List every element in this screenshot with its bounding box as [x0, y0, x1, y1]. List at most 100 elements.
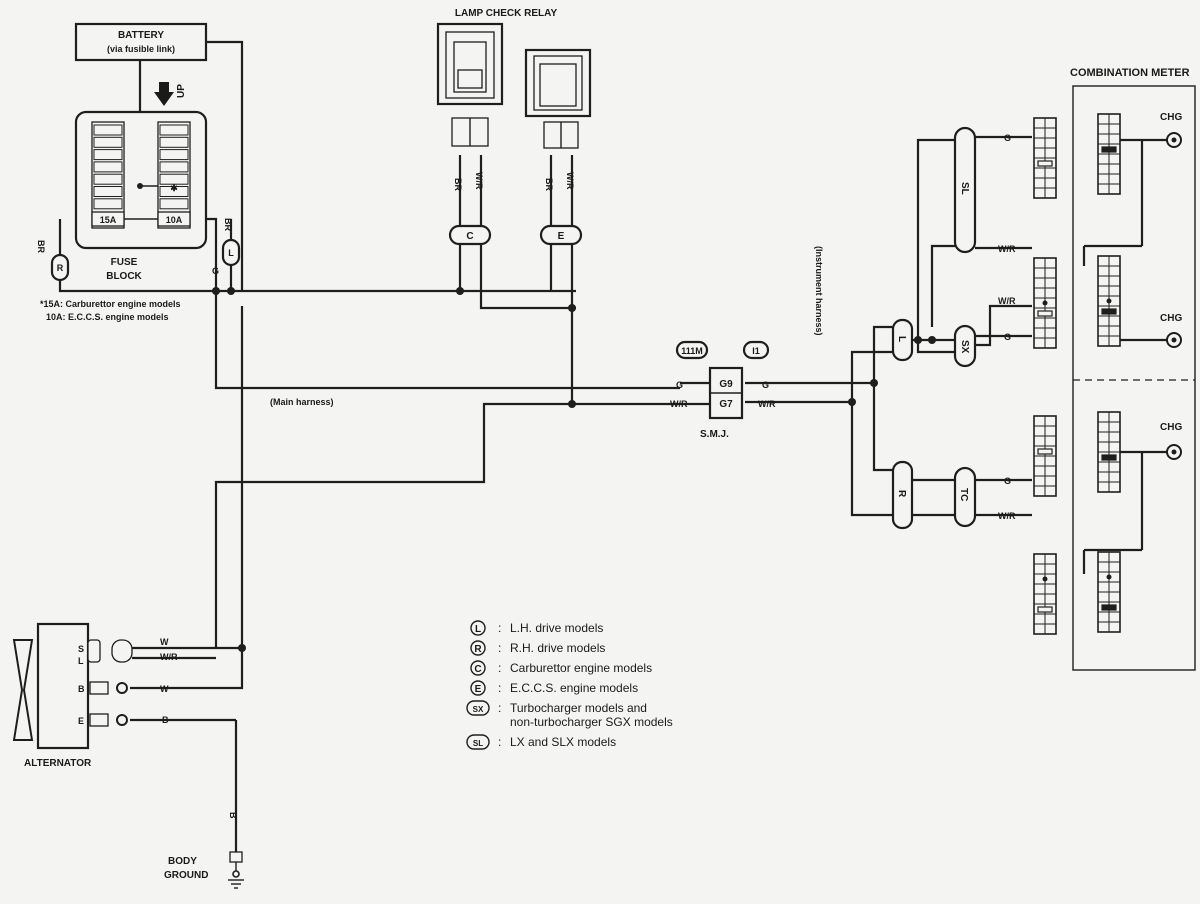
svg-text:G7: G7: [719, 399, 733, 410]
wire-br-c: BR: [453, 178, 463, 191]
fuse-15a-label: 15A: [100, 215, 117, 225]
chg-label-2: CHG: [1160, 313, 1182, 324]
meter-connector-block: [1033, 553, 1057, 635]
fuse-star: ✱: [170, 183, 178, 193]
legend-symbol-icon: [466, 734, 490, 750]
combination-meter: [1072, 85, 1196, 671]
fuse-slot: [93, 161, 123, 173]
meter-connector-block: [1097, 411, 1121, 493]
charge-lamp-icon: [1166, 444, 1182, 460]
wire-w-s: W: [160, 637, 169, 647]
meter-connector-block: [1097, 113, 1121, 195]
fuse-block-label-2: BLOCK: [106, 271, 142, 282]
legend-symbol-text: SX: [473, 705, 484, 714]
meter-connector-block: [1097, 551, 1121, 633]
smj-label: S.M.J.: [700, 429, 729, 440]
circle-r-marker: R: [50, 253, 70, 282]
wire-br-left: BR: [36, 240, 46, 253]
svg-text:L: L: [78, 656, 84, 666]
legend-separator: :: [498, 641, 501, 655]
legend-item: R: R.H. drive models: [470, 640, 605, 656]
legend-text-line2: non-turbocharger SGX models: [510, 715, 673, 729]
svg-text:SX: SX: [959, 340, 970, 354]
capsule-e: E: [539, 224, 583, 246]
svg-text:SL: SL: [959, 182, 970, 195]
ground-symbol-icon: [228, 851, 244, 889]
legend-symbol-text: SL: [473, 739, 483, 748]
fuse-slot: [159, 136, 189, 148]
alternator: S L B E: [12, 622, 133, 750]
wire-wr-meter-1: W/R: [998, 244, 1016, 254]
svg-text:I1: I1: [752, 346, 760, 356]
wire-br-e: BR: [544, 178, 554, 191]
legend-text: R.H. drive models: [510, 641, 605, 655]
fuse-note-10a: 10A: E.C.C.S. engine models: [46, 312, 169, 322]
capsule-sx: SX: [953, 324, 977, 368]
legend-item: E:E.C.C.S. engine models: [470, 680, 638, 696]
meter-connector-block: [1097, 255, 1121, 347]
fuse-slot: [159, 186, 189, 197]
capsule-c: C: [448, 224, 492, 246]
legend-text: Turbocharger models and: [510, 701, 647, 715]
svg-text:E: E: [78, 716, 84, 726]
wire-g-fuse: G: [212, 266, 219, 276]
circle-l-marker: L: [221, 238, 241, 267]
junction-dots: [136, 214, 936, 652]
legend-text: LX and SLX models: [510, 735, 616, 749]
legend-symbol-icon: [470, 680, 486, 696]
wire-g-meter-1: G: [1004, 133, 1011, 143]
chg-label-1: CHG: [1160, 112, 1182, 123]
svg-text:UP: UP: [176, 84, 187, 98]
body-ground-label-2: GROUND: [164, 870, 208, 881]
legend-separator: :: [498, 681, 501, 695]
wire-g-meter-3: G: [1004, 476, 1011, 486]
wire-wr-meter-2: W/R: [998, 296, 1016, 306]
svg-text:E: E: [558, 231, 565, 242]
fuse-slot: [93, 173, 123, 185]
wire-b-ground: B: [228, 812, 238, 819]
connector-111m: 111M: [675, 340, 709, 360]
fuse-slot: [159, 124, 189, 136]
legend-item: SX:Turbocharger models andnon-turbocharg…: [466, 700, 673, 729]
capsule-r: R: [891, 460, 914, 530]
relay-e: [524, 48, 592, 149]
svg-text:C: C: [466, 231, 473, 242]
relay-c: [436, 22, 504, 147]
fuse-note-15a: *15A: Carburettor engine models: [40, 299, 181, 309]
legend-symbol-icon: [466, 700, 490, 716]
battery-title: BATTERY: [118, 30, 164, 41]
svg-text:R: R: [896, 490, 907, 498]
legend-item: C:Carburettor engine models: [470, 660, 652, 676]
connector-i1: I1: [742, 340, 770, 360]
svg-text:TC: TC: [958, 488, 969, 501]
capsule-sl: SL: [953, 126, 977, 254]
fuse-slot: [159, 149, 189, 161]
alternator-label: ALTERNATOR: [24, 758, 92, 769]
lamp-check-relay-title: LAMP CHECK RELAY: [455, 8, 558, 19]
charge-lamp-icon: [1166, 132, 1182, 148]
fuse-slot: [159, 161, 189, 173]
svg-text:S: S: [78, 644, 84, 654]
fuse-slot: [159, 173, 189, 185]
legend-item: SL: LX and SLX models: [466, 734, 616, 750]
charge-lamp-icon: [1166, 332, 1182, 348]
wire-wr-e: W/R: [565, 172, 575, 190]
battery-box: BATTERY (via fusible link): [74, 22, 208, 62]
wire-g-meter-2: G: [1004, 332, 1011, 342]
legend-separator: :: [498, 735, 501, 749]
legend-symbol-icon: [470, 660, 486, 676]
wire-b-e: B: [162, 715, 169, 725]
wire-wr-c: W/R: [474, 172, 484, 190]
legend-symbol-text: R: [474, 644, 482, 655]
legend-symbol-text: L: [475, 624, 481, 635]
legend-symbol-icon: [470, 640, 486, 656]
svg-text:R: R: [57, 263, 64, 273]
main-harness-label: (Main harness): [270, 397, 334, 407]
fuse-slot: [93, 198, 123, 210]
legend-text: Carburettor engine models: [510, 661, 652, 675]
fuse-slot: [93, 136, 123, 148]
legend-item: L:L.H. drive models: [470, 620, 603, 636]
fuse-block: 15A 10A ✱: [74, 110, 208, 250]
legend-text: E.C.C.S. engine models: [510, 681, 638, 695]
